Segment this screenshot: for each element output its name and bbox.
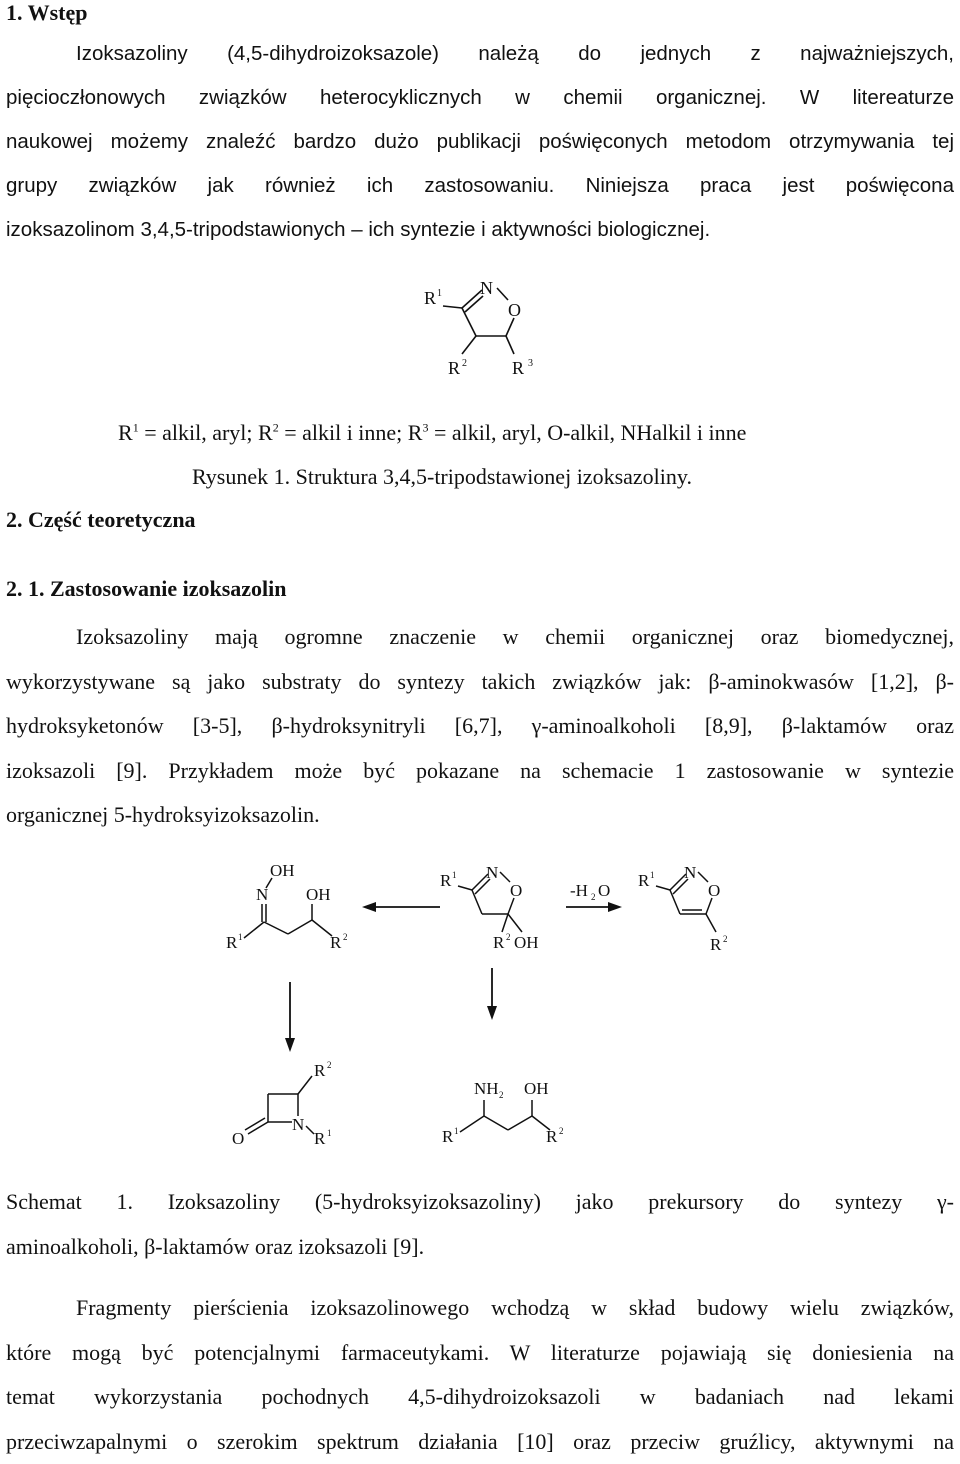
legend-part-4: = alkil, aryl, O-alkil, NHalkil i inne xyxy=(428,420,746,445)
amino-bonds xyxy=(460,1100,550,1132)
section-heading-intro: 1. Wstęp xyxy=(6,0,88,26)
isoxazole-structure: R 1 N O R 2 xyxy=(638,863,728,954)
r3-label: R xyxy=(512,358,524,378)
scheme-1-caption: Schemat 1. Izoksazoliny (5-hydroksyizoks… xyxy=(6,1180,954,1269)
section-heading-theory: 2. Część teoretyczna xyxy=(6,507,196,533)
hiso-r1: R xyxy=(440,871,452,890)
applications-paragraph: Izoksazoliny mają ogromne znaczenie w ch… xyxy=(6,615,954,838)
legend-part-2: = alkil, aryl; R xyxy=(139,420,273,445)
beta-lactam-structure: R 2 O N R 1 xyxy=(232,1060,332,1148)
fragments-line-1: Fragmenty pierścienia izoksazolinowego w… xyxy=(6,1286,954,1331)
substituent-legend: R1 = alkil, aryl; R2 = alkil i inne; R3 … xyxy=(118,420,746,446)
r1-label: R xyxy=(424,288,436,308)
lactam-r1-sup: 1 xyxy=(327,1128,332,1138)
applications-line-4: izoksazoli [9]. Przykładem może być poka… xyxy=(6,749,954,794)
dehydration-label: -H xyxy=(570,881,588,900)
hiso-oh: OH xyxy=(514,933,539,952)
legend-r: R xyxy=(118,420,133,445)
dehydration-sub: 2 xyxy=(591,892,596,902)
iso-r1-sup: 1 xyxy=(650,870,655,880)
amino-nh-sub: 2 xyxy=(499,1090,504,1100)
applications-line-2: wykorzystywane są jako substraty do synt… xyxy=(6,660,954,705)
section-heading-applications: 2. 1. Zastosowanie izoksazolin xyxy=(6,576,287,602)
intro-line-5: izoksazolinom 3,4,5-tripodstawionych – i… xyxy=(6,208,954,252)
intro-paragraph: Izoksazoliny (4,5-dihydroizoksazole) nal… xyxy=(6,32,954,252)
arrows-down xyxy=(285,968,497,1052)
isoxazoline-structure: R 1 N O R 2 R 3 xyxy=(410,272,560,384)
oxime-r1: R xyxy=(226,933,238,952)
scheme-caption-line-1: Schemat 1. Izoksazoliny (5-hydroksyizoks… xyxy=(6,1180,954,1225)
fragments-paragraph: Fragmenty pierścienia izoksazolinowego w… xyxy=(6,1286,954,1464)
lactam-r2-sup: 2 xyxy=(327,1060,332,1070)
amino-r2: R xyxy=(546,1127,558,1146)
lactam-n: N xyxy=(292,1115,304,1134)
amino-oh: OH xyxy=(524,1079,549,1098)
amino-r2-sup: 2 xyxy=(559,1126,564,1136)
intro-line-1: Izoksazoliny (4,5-dihydroizoksazole) nal… xyxy=(6,32,954,76)
applications-line-5: organicznej 5-hydroksyizoksazolin. xyxy=(6,793,954,838)
o-atom: O xyxy=(508,300,521,320)
hiso-r1-sup: 1 xyxy=(452,870,457,880)
r1-sup: 1 xyxy=(437,288,442,299)
hiso-o: O xyxy=(510,881,522,900)
lactam-r1: R xyxy=(314,1129,326,1148)
r3-sup: 3 xyxy=(528,358,533,369)
lactam-o: O xyxy=(232,1129,244,1148)
fragments-line-4: przeciwzapalnymi o szerokim spektrum dzi… xyxy=(6,1420,954,1464)
oxime-top-oh: OH xyxy=(270,861,295,880)
hydroxyisoxazoline-structure: R 1 N O R 2 OH xyxy=(440,863,539,952)
r2-label: R xyxy=(448,358,460,378)
amino-nh: NH xyxy=(474,1079,499,1098)
figure-1-caption: Rysunek 1. Struktura 3,4,5-tripodstawion… xyxy=(192,464,692,490)
intro-line-4: grupy związków jak również ich zastosowa… xyxy=(6,164,954,208)
amino-alcohol-structure: NH 2 OH R 1 R 2 xyxy=(442,1079,564,1146)
scheme-1-diagram: OH N OH R 1 R 2 R 1 N O R 2 OH xyxy=(210,850,750,1160)
amino-r1: R xyxy=(442,1127,454,1146)
iso-n: N xyxy=(684,863,696,882)
intro-line-2: pięcioczłonowych związków heterocykliczn… xyxy=(6,76,954,120)
oxime-r1-sup: 1 xyxy=(238,932,243,942)
legend-part-3: = alkil i inne; R xyxy=(279,420,423,445)
iso-r1: R xyxy=(638,871,650,890)
scheme-caption-line-2: aminoalkoholi, β-laktamów oraz izoksazol… xyxy=(6,1225,954,1270)
r2-sup: 2 xyxy=(462,358,467,369)
iso-r2-sup: 2 xyxy=(723,934,728,944)
iso-bonds xyxy=(656,872,716,932)
fragments-line-2: które mogą być potencjalnymi farmaceutyk… xyxy=(6,1331,954,1376)
hiso-n: N xyxy=(486,863,498,882)
fragments-line-3: temat wykorzystania pochodnych 4,5-dihyd… xyxy=(6,1375,954,1420)
dehydration-label-2: O xyxy=(598,881,610,900)
amino-r1-sup: 1 xyxy=(454,1126,459,1136)
isoxazoline-ring-bonds xyxy=(443,288,514,354)
applications-line-3: hydroksyketonów [3-5], β-hydroksynitryli… xyxy=(6,704,954,749)
oxime-oh: OH xyxy=(306,885,331,904)
oxime-structure: OH N OH R 1 R 2 xyxy=(226,861,348,952)
iso-o: O xyxy=(708,881,720,900)
iso-r2: R xyxy=(710,935,722,954)
arrow-left-to-oxime xyxy=(362,902,440,912)
oxime-r2-sup: 2 xyxy=(343,932,348,942)
n-atom: N xyxy=(480,278,493,298)
intro-line-3: naukowej możemy znaleźć bardzo dużo publ… xyxy=(6,120,954,164)
hiso-r2-sup: 2 xyxy=(506,932,511,942)
applications-line-1: Izoksazoliny mają ogromne znaczenie w ch… xyxy=(6,615,954,660)
lactam-r2: R xyxy=(314,1061,326,1080)
dehydration-arrow: -H 2 O xyxy=(566,881,622,912)
hiso-r2: R xyxy=(493,933,505,952)
